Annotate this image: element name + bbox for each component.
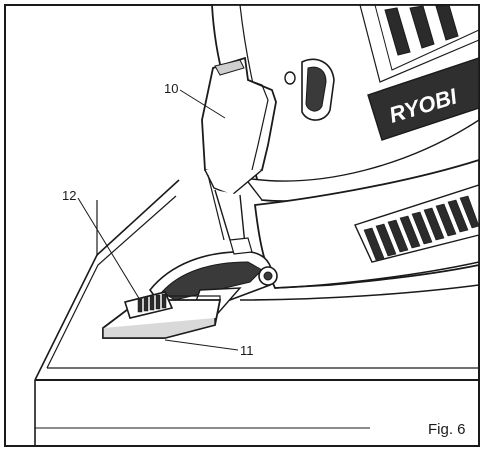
figure-caption: Fig. 6: [428, 421, 466, 438]
leader-lines: [77, 89, 239, 351]
callout-12: 12: [62, 188, 76, 203]
saw-shoe: [239, 158, 480, 301]
callout-10: 10: [164, 81, 178, 96]
bevel-knob: [123, 291, 174, 319]
workpiece-block: [34, 179, 479, 446]
leader-line-11: [164, 339, 239, 351]
leader-line-12: [77, 197, 141, 301]
guard-lever: [201, 56, 277, 247]
callout-11: 11: [240, 343, 254, 358]
leader-line-10: [179, 89, 226, 119]
saw-motor-housing: [211, 4, 480, 202]
